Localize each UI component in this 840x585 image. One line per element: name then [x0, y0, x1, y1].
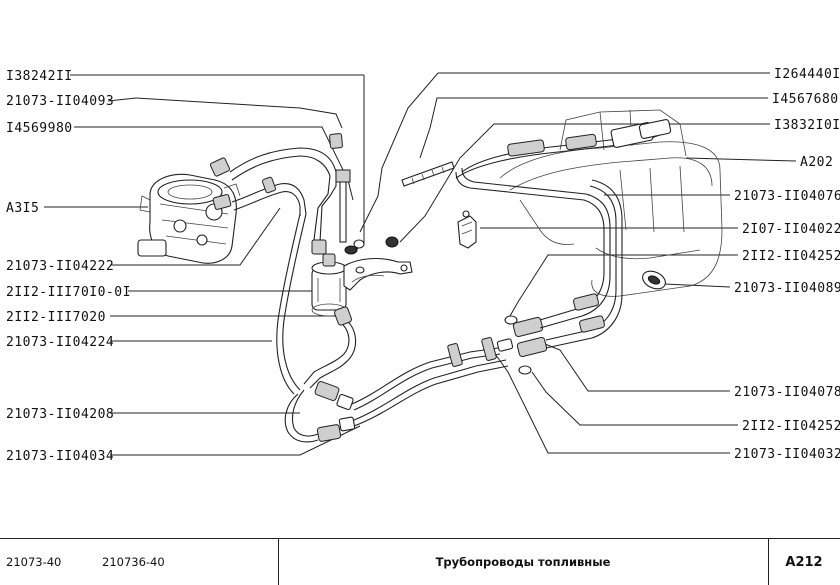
left-callouts: I38242II 21073-II04093 I4569980 A3I5 210…: [6, 69, 365, 464]
model-code-1: 21073-40: [6, 555, 62, 569]
label-A3I5: A3I5: [6, 201, 39, 216]
label-2II2-III70I0-0I: 2II2-III70I0-0I: [6, 285, 131, 300]
label-A202: A202: [800, 155, 833, 170]
label-21073-II04208: 21073-II04208: [6, 407, 114, 422]
label-I38242II: I38242II: [6, 69, 73, 84]
bolts: [335, 161, 455, 274]
fuel-filter: [311, 253, 347, 317]
label-21073-II04222: 21073-II04222: [6, 259, 114, 274]
hose-connector: [334, 306, 352, 326]
label-2I07-II04022: 2I07-II04022: [742, 222, 840, 237]
label-2II2-II04252-top: 2II2-II04252: [742, 249, 840, 264]
label-I4569980: I4569980: [6, 121, 73, 136]
fuel-tank-outline: [499, 109, 723, 297]
label-I264440I: I264440I: [774, 67, 840, 82]
carb-hoses: [209, 133, 343, 255]
label-21073-II04032: 21073-II04032: [734, 447, 840, 462]
label-21073-II04093: 21073-II04093: [6, 94, 114, 109]
title-block: 21073-40 210736-40 Трубопроводы топливны…: [0, 538, 840, 585]
tube-clip: [457, 210, 477, 249]
label-21073-II04224: 21073-II04224: [6, 335, 114, 350]
label-21073-II04034: 21073-II04034: [6, 449, 114, 464]
main-fuel-tubes: [276, 213, 509, 443]
carburetor: [137, 173, 241, 264]
sheet-title: Трубопроводы топливные: [435, 555, 611, 569]
filter-bracket: [343, 257, 413, 291]
label-21073-II04089: 21073-II04089: [734, 281, 840, 296]
label-2II2-II04252-bottom: 2II2-II04252: [742, 419, 840, 434]
grommet: [642, 270, 666, 290]
label-2II2-III7020: 2II2-III7020: [6, 310, 106, 325]
right-callouts: I264440I I4567680 I3832I0I A202 21073-II…: [359, 67, 840, 462]
label-21073-II04078: 21073-II04078: [734, 385, 840, 400]
tank-connection-tubes: [455, 119, 672, 375]
fuel-lines-diagram: I38242II 21073-II04093 I4569980 A3I5 210…: [6, 67, 840, 464]
label-21073-II04076: 21073-II04076: [734, 189, 840, 204]
label-I4567680: I4567680: [772, 92, 839, 107]
label-I3832I0I: I3832I0I: [774, 118, 840, 133]
page-number: A212: [785, 554, 823, 570]
model-code-2: 210736-40: [102, 555, 165, 569]
